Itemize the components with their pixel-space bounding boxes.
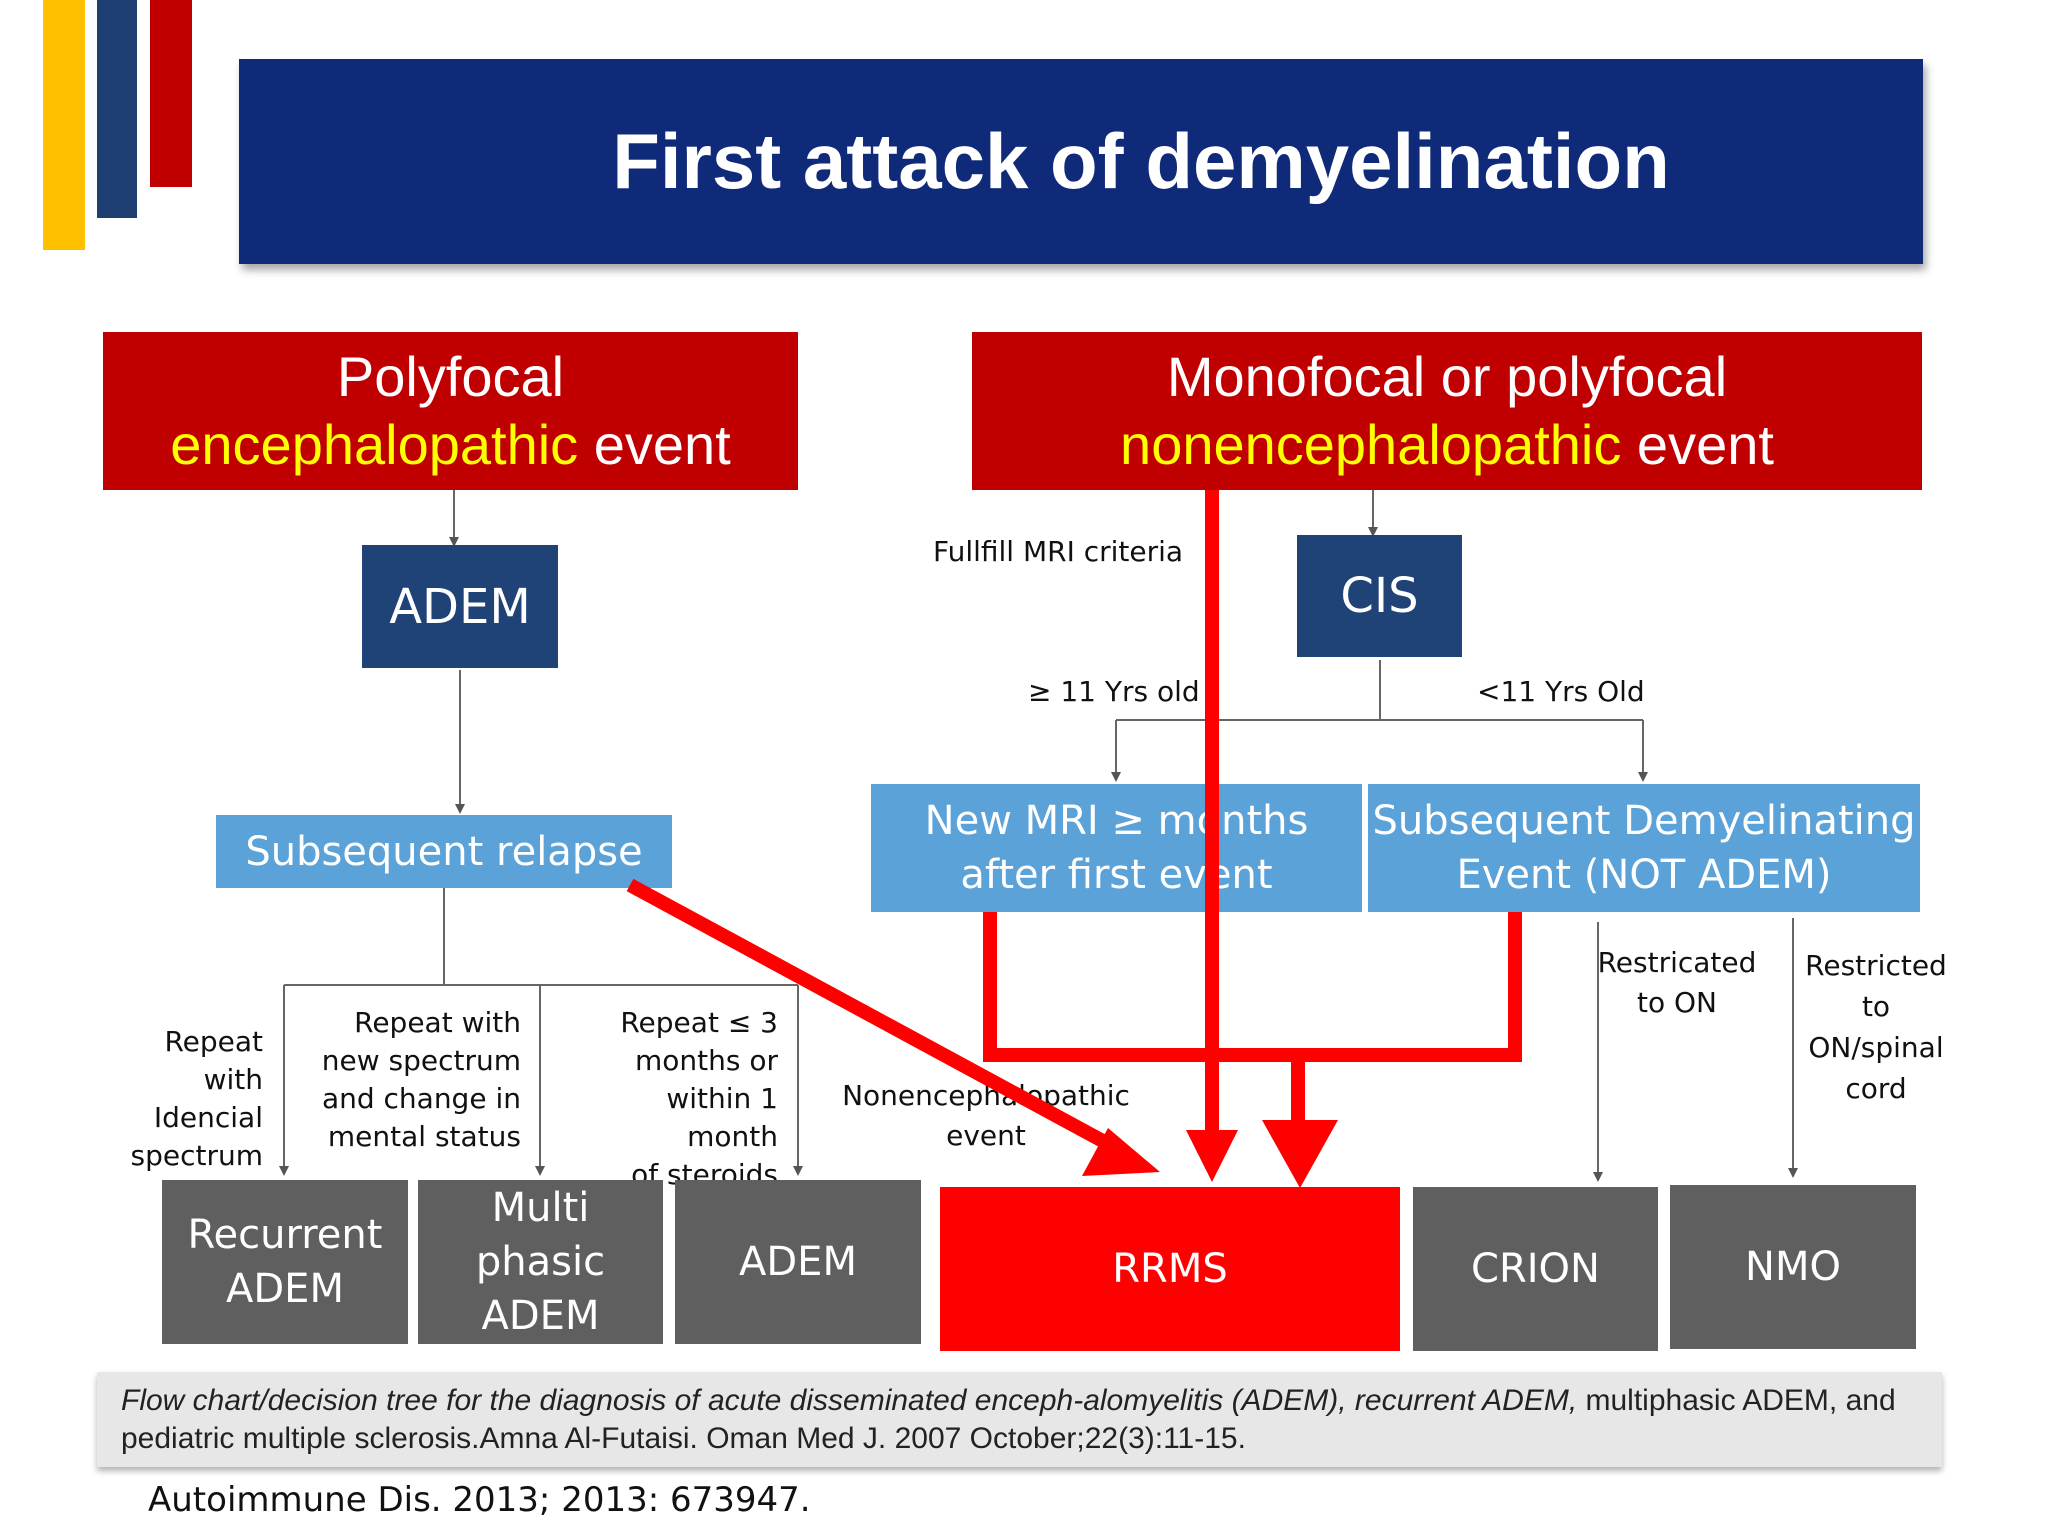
label-repeat-new: Repeat with new spectrum and change in m…: [315, 1004, 521, 1156]
label-repeat-identical-1: Repeat with: [164, 1025, 263, 1096]
label-repeat-steroids-3: within 1 month: [666, 1082, 778, 1153]
caption-normal: multiphasic ADEM, and pediatric multiple…: [121, 1384, 1896, 1455]
label-restricted-on-spinal-2: to: [1861, 990, 1891, 1023]
title-banner: First attack of demyelination: [239, 59, 1923, 264]
outcome-recurrent-adem-2: ADEM: [226, 1266, 344, 1312]
page-title: First attack of demyelination: [612, 117, 1670, 205]
label-repeat-steroids: Repeat ≤ 3 months or within 1 month of s…: [570, 1004, 778, 1194]
label-repeat-new-2: new spectrum: [321, 1044, 521, 1077]
label-restricted-on: Restricated to ON: [1592, 943, 1762, 1023]
red-arrow-relapse-rrms: [626, 878, 1116, 1153]
outcome-multiphasic-adem-2: phasic: [475, 1239, 606, 1285]
outcome-multiphasic-adem: Multi phasic ADEM: [418, 1180, 663, 1344]
label-repeat-new-3: and change in: [321, 1082, 521, 1115]
subsequent-demyelinating-line1: Subsequent Demyelinating: [1372, 798, 1916, 844]
monofocal-line1: Monofocal or polyfocal: [1166, 345, 1728, 408]
label-repeat-new-4: mental status: [327, 1120, 521, 1153]
polyfocal-line2: encephalopathic event: [103, 411, 798, 479]
label-restricted-on-1: Restricated: [1597, 946, 1757, 979]
outcome-rrms: RRMS: [940, 1187, 1400, 1351]
monofocal-line2: nonencephalopathic event: [972, 411, 1922, 479]
label-repeat-identical-3: spectrum: [130, 1139, 264, 1172]
red-arrowhead-merge: [1262, 1120, 1338, 1188]
label-nonencephalopathic-2: event: [946, 1119, 1026, 1152]
red-arrowhead-monofocal: [1186, 1130, 1238, 1182]
subsequent-relapse-box: Subsequent relapse: [216, 815, 672, 888]
red-arrowhead-relapse: [1082, 1128, 1160, 1176]
cis-node: CIS: [1297, 535, 1462, 657]
red-arrow-merge-path: [983, 912, 1522, 1062]
red-stripe: [150, 0, 192, 187]
monofocal-highlight: nonencephalopathic: [1120, 413, 1622, 476]
caption-italic: Flow chart/decision tree for the diagnos…: [121, 1384, 1578, 1417]
navy-stripe: [97, 0, 137, 218]
outcome-nmo: NMO: [1670, 1185, 1916, 1349]
monofocal-box: Monofocal or polyfocal nonencephalopathi…: [972, 332, 1922, 490]
label-restricted-on-spinal: Restricted to ON/spinal cord: [1800, 945, 1952, 1109]
new-mri-box: New MRI ≥ months after first event: [871, 784, 1362, 912]
label-age-lt-11: <11 Yrs Old: [1477, 675, 1645, 708]
outcome-adem: ADEM: [675, 1180, 921, 1344]
citation: Autoimmune Dis. 2013; 2013: 673947.: [148, 1480, 811, 1520]
label-repeat-identical-2: Idencial: [153, 1101, 263, 1134]
label-restricted-on-2: to ON: [1637, 986, 1717, 1019]
label-age-ge-11: ≥ 11 Yrs old: [1028, 675, 1200, 708]
label-repeat-new-1: Repeat with: [354, 1006, 521, 1039]
new-mri-line1: New MRI ≥ months: [924, 798, 1309, 844]
yellow-stripe: [43, 0, 85, 250]
new-mri-line2: after first event: [960, 852, 1273, 898]
polyfocal-box: Polyfocal encephalopathic event: [103, 332, 798, 490]
label-restricted-on-spinal-3: ON/spinal: [1808, 1031, 1944, 1064]
label-restricted-on-spinal-1: Restricted: [1805, 949, 1947, 982]
label-repeat-steroids-1: Repeat ≤ 3: [620, 1006, 778, 1039]
polyfocal-rest: event: [578, 413, 731, 476]
label-repeat-steroids-2: months or: [634, 1044, 778, 1077]
outcome-crion: CRION: [1413, 1187, 1658, 1351]
outcome-multiphasic-adem-3: ADEM: [481, 1293, 600, 1339]
label-repeat-identical: Repeat with Idencial spectrum: [100, 1023, 264, 1175]
polyfocal-line1: Polyfocal: [336, 345, 565, 408]
polyfocal-highlight: encephalopathic: [170, 413, 579, 476]
outcome-multiphasic-adem-1: Multi: [491, 1185, 590, 1231]
adem-node: ADEM: [362, 545, 558, 668]
label-nonencephalopathic: Nonencephalopathic event: [835, 1076, 1137, 1156]
subsequent-demyelinating-box: Subsequent Demyelinating Event (NOT ADEM…: [1368, 784, 1920, 912]
caption-box: Flow chart/decision tree for the diagnos…: [97, 1372, 1942, 1467]
label-fulfill-mri: Fullfill MRI criteria: [933, 535, 1184, 568]
monofocal-rest: event: [1621, 413, 1774, 476]
label-restricted-on-spinal-4: cord: [1845, 1072, 1907, 1105]
subsequent-demyelinating-line2: Event (NOT ADEM): [1456, 852, 1832, 898]
outcome-recurrent-adem-1: Recurrent: [187, 1212, 383, 1258]
outcome-recurrent-adem: Recurrent ADEM: [162, 1180, 408, 1344]
